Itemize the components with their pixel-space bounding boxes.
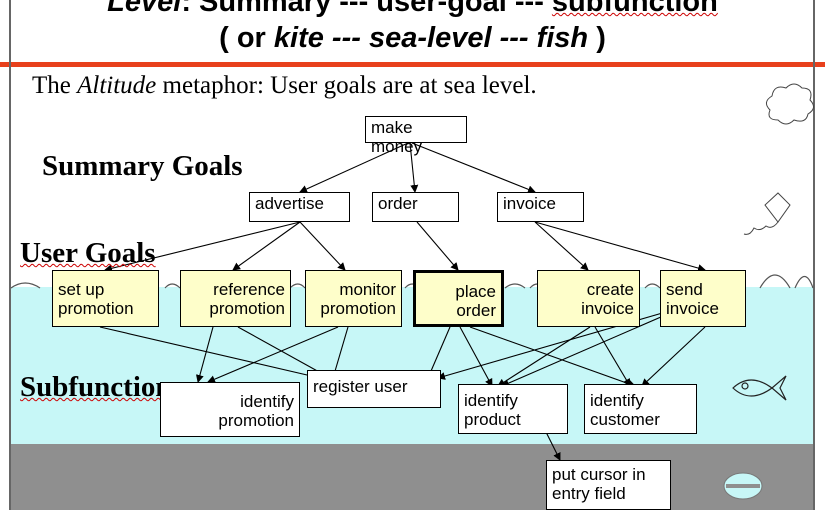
kite-icon bbox=[743, 192, 791, 235]
subtitle-pre: The bbox=[32, 72, 78, 99]
node-monitor-promotion-line-2: promotion bbox=[320, 299, 396, 318]
node-identify-customer-line-2: customer bbox=[590, 410, 660, 429]
title-paren-open: ( or bbox=[219, 22, 274, 54]
node-make-money-label: make money bbox=[371, 118, 423, 156]
heading-user-goals: User Goals bbox=[20, 237, 156, 269]
subtitle-post: metaphor: User goals are at sea level. bbox=[156, 72, 537, 99]
node-order: order bbox=[372, 192, 459, 222]
heading-subfunctions: Subfunctions bbox=[20, 371, 183, 403]
node-advertise-label: advertise bbox=[255, 194, 324, 213]
node-reference-promotion-line-1: reference bbox=[213, 280, 285, 299]
title-divider bbox=[0, 62, 825, 67]
node-send-invoice-line-1: send bbox=[666, 280, 703, 299]
node-set-up-promotion-line-2: promotion bbox=[58, 299, 134, 318]
node-advertise: advertise bbox=[249, 192, 350, 222]
title-paren-close: ) bbox=[588, 22, 606, 54]
node-place-order-line-1: place bbox=[455, 282, 496, 301]
slide-title-line-1: Level: Summary --- user-goal --- subfunc… bbox=[0, 0, 825, 19]
node-monitor-promotion-line-1: monitor bbox=[339, 280, 396, 299]
node-identify-product-line-2: product bbox=[464, 410, 521, 429]
subtitle: The Altitude metaphor: User goals are at… bbox=[32, 72, 537, 100]
node-identify-promotion-line-1: identify bbox=[240, 392, 294, 411]
title-levels: : Summary --- user-goal --- bbox=[181, 0, 552, 18]
node-invoice: invoice bbox=[497, 192, 584, 222]
node-place-order-line-2: order bbox=[456, 301, 496, 320]
node-create-invoice-line-2: invoice bbox=[581, 299, 634, 318]
node-send-invoice-line-2: invoice bbox=[666, 299, 719, 318]
right-border bbox=[813, 0, 815, 510]
title-metaphor-levels: kite --- sea-level --- fish bbox=[273, 22, 589, 54]
node-create-invoice-line-1: create bbox=[586, 280, 634, 299]
node-invoice-label: invoice bbox=[503, 194, 556, 213]
node-reference-promotion-line-2: promotion bbox=[209, 299, 285, 318]
title-level-word: Level bbox=[107, 0, 182, 18]
node-identify-customer-line-1: identify bbox=[590, 391, 644, 410]
heading-summary-goals: Summary Goals bbox=[42, 150, 243, 182]
cloud-icon bbox=[766, 83, 814, 125]
slide-title-line-2: ( or kite --- sea-level --- fish ) bbox=[0, 22, 825, 55]
node-put-cursor-line-1: put cursor in bbox=[552, 465, 646, 484]
subtitle-altitude: Altitude bbox=[77, 72, 157, 99]
node-register-user: register user bbox=[307, 370, 441, 408]
node-order-label: order bbox=[378, 194, 418, 213]
node-identify-promotion-line-2: promotion bbox=[218, 411, 294, 430]
clam-icon bbox=[723, 472, 763, 500]
node-put-cursor-line-2: entry field bbox=[552, 484, 626, 503]
fish-icon bbox=[732, 375, 787, 401]
node-set-up-promotion-line-1: set up bbox=[58, 280, 105, 299]
node-identify-product-line-1: identify bbox=[464, 391, 518, 410]
node-register-user-label: register user bbox=[313, 377, 408, 396]
node-make-money: make money bbox=[365, 116, 467, 156]
seabed-band bbox=[11, 444, 813, 510]
left-border bbox=[9, 0, 11, 510]
title-subfunction-word: subfunction bbox=[551, 0, 718, 18]
